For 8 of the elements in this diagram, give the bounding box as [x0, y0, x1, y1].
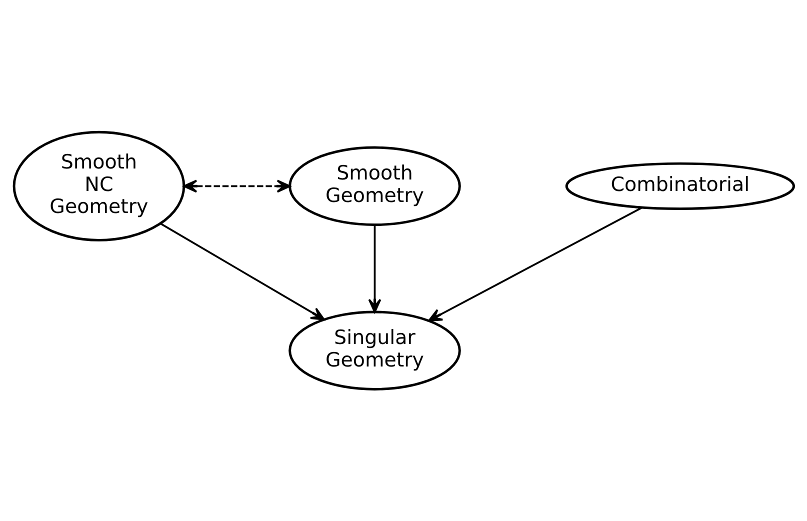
arrow	[368, 224, 381, 313]
arrow	[160, 222, 324, 320]
arrow	[182, 180, 290, 193]
node-ellipse: Combinatorial	[564, 162, 794, 210]
node-ellipse: Smooth Geometry	[288, 146, 460, 226]
node-ellipse: Smooth NC Geometry	[12, 130, 185, 242]
node-ellipse: Singular Geometry	[288, 310, 460, 390]
arrow	[428, 207, 642, 322]
